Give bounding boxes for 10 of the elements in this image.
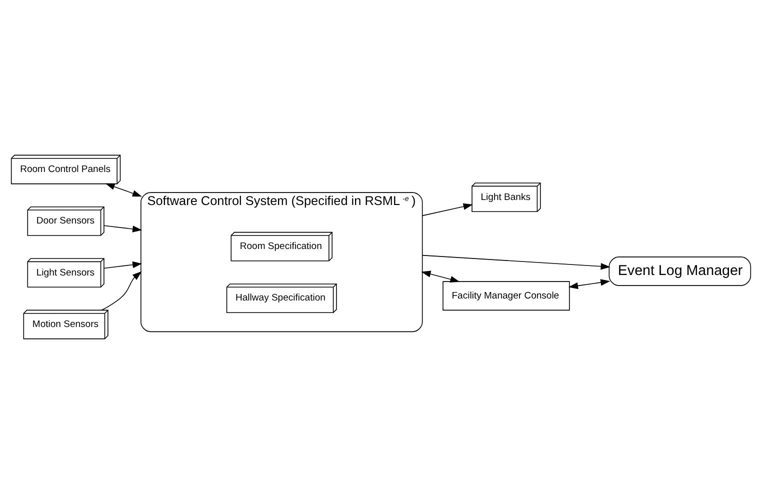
arrow [104, 224, 142, 232]
arrow [101, 270, 142, 310]
arrow [104, 260, 142, 268]
arrow [105, 182, 142, 196]
arrow [422, 254, 610, 270]
node-box: Facility Manager Console [442, 280, 570, 310]
node-box: Event Log Manager [608, 256, 752, 286]
arrow [422, 202, 473, 216]
arrow [568, 278, 610, 289]
arrow [421, 270, 460, 282]
